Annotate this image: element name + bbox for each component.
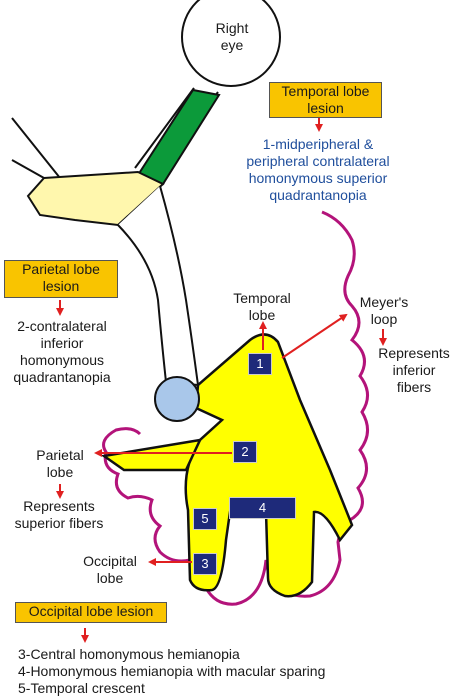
- arrow-meyers-loop: [281, 313, 348, 359]
- occipital-item-4: 4-Homonymous hemianopia with macular spa…: [18, 663, 326, 679]
- lateral-geniculate-nucleus: [154, 376, 200, 422]
- occipital-lobe-line2: lobe: [96, 570, 124, 586]
- optic-radiation: [184, 333, 354, 598]
- occipital-lobe-lesion-box: Occipital lobe lesion: [15, 602, 167, 623]
- occipital-lesion-list: 3-Central homonymous hemianopia 4-Homony…: [18, 646, 325, 697]
- parietal-desc-line2: inferior: [40, 335, 84, 351]
- occipital-lobe-label: Occipital lobe: [70, 553, 150, 587]
- cortex-outline: [102, 210, 369, 606]
- meyers-desc-line1: Represents: [378, 345, 450, 361]
- occipital-lobe-line1: Occipital: [83, 553, 137, 569]
- right-eye-line1: Right: [215, 20, 249, 36]
- parietal-lobe-desc: Represents superior fibers: [0, 498, 118, 532]
- parietal-lobe-desc-line1: Represents: [23, 498, 95, 514]
- meyers-desc-line2: inferior: [392, 362, 436, 378]
- optic-nerve-left: [11, 117, 61, 179]
- meyers-loop-line2: loop: [370, 311, 398, 327]
- temporal-lobe-line1: Temporal: [233, 290, 291, 306]
- occipital-box-text: Occipital lobe lesion: [28, 603, 154, 619]
- optic-tract: [117, 185, 200, 387]
- occipital-item-5: 5-Temporal crescent: [18, 680, 145, 696]
- parietal-desc-line3: homonymous: [19, 352, 105, 368]
- parietal-lobe-line1: Parietal: [36, 447, 84, 463]
- temporal-box-line1: Temporal lobe: [281, 83, 370, 99]
- meyers-desc-line3: fibers: [396, 379, 432, 395]
- parietal-desc-line1: 2-contralateral: [17, 318, 107, 334]
- lesion-number-5: 5: [193, 508, 217, 530]
- temporal-lobe-line2: lobe: [248, 307, 276, 323]
- lesion-number-3: 3: [193, 553, 217, 575]
- occipital-item-3: 3-Central homonymous hemianopia: [18, 646, 240, 662]
- temporal-desc-line2: peripheral contralateral: [246, 153, 390, 169]
- temporal-desc-line1: 1-midperipheral &: [262, 136, 374, 152]
- parietal-lobe-desc-line2: superior fibers: [14, 515, 104, 531]
- parietal-lesion-desc: 2-contralateral inferior homonymous quad…: [0, 318, 124, 386]
- parietal-lobe-lesion-box: Parietal lobe lesion: [4, 260, 118, 298]
- temporal-box-line2: lesion: [307, 100, 344, 116]
- parietal-lobe-line2: lobe: [46, 464, 74, 480]
- parietal-box-line2: lesion: [42, 278, 80, 294]
- temporal-lobe-label: Temporal lobe: [222, 290, 302, 324]
- meyers-loop-label: Meyer's loop: [352, 294, 416, 328]
- temporal-desc-line4: quadrantanopia: [269, 187, 367, 203]
- parietal-lobe-label: Parietal lobe: [20, 447, 100, 481]
- temporal-desc-line3: homonymous superior: [248, 170, 388, 186]
- right-eye-line2: eye: [220, 37, 244, 53]
- lesion-number-4: 4: [229, 497, 296, 519]
- meyers-loop-desc: Represents inferior fibers: [368, 345, 460, 396]
- parietal-branch: [100, 438, 203, 472]
- right-eye: [181, 0, 281, 87]
- parietal-box-line1: Parietal lobe: [22, 261, 100, 277]
- temporal-lobe-lesion-box: Temporal lobe lesion: [269, 82, 382, 118]
- right-eye-label: Right eye: [206, 20, 258, 54]
- parietal-desc-line4: quadrantanopia: [13, 369, 111, 385]
- temporal-lesion-desc: 1-midperipheral & peripheral contralater…: [198, 136, 438, 204]
- optic-chiasm: [26, 170, 165, 227]
- lesion-number-1: 1: [248, 353, 272, 375]
- lesion-number-2: 2: [233, 441, 257, 463]
- meyers-loop-line1: Meyer's: [359, 294, 409, 310]
